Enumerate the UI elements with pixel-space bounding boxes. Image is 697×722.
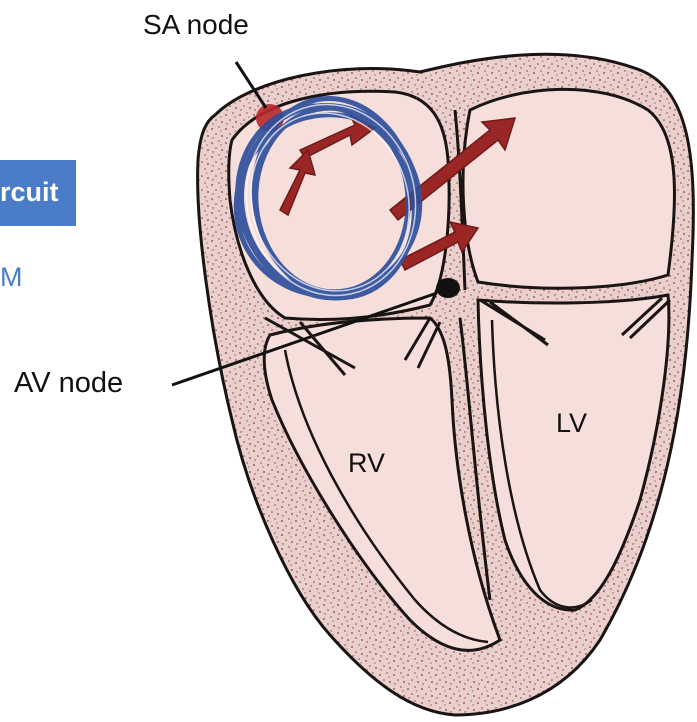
rv-label: RV [348, 448, 385, 479]
lv-label: LV [556, 408, 587, 439]
av-node [436, 278, 460, 298]
av-node-label: AV node [14, 367, 123, 400]
left-atrium [463, 89, 674, 288]
sa-node-label: SA node [143, 9, 249, 41]
